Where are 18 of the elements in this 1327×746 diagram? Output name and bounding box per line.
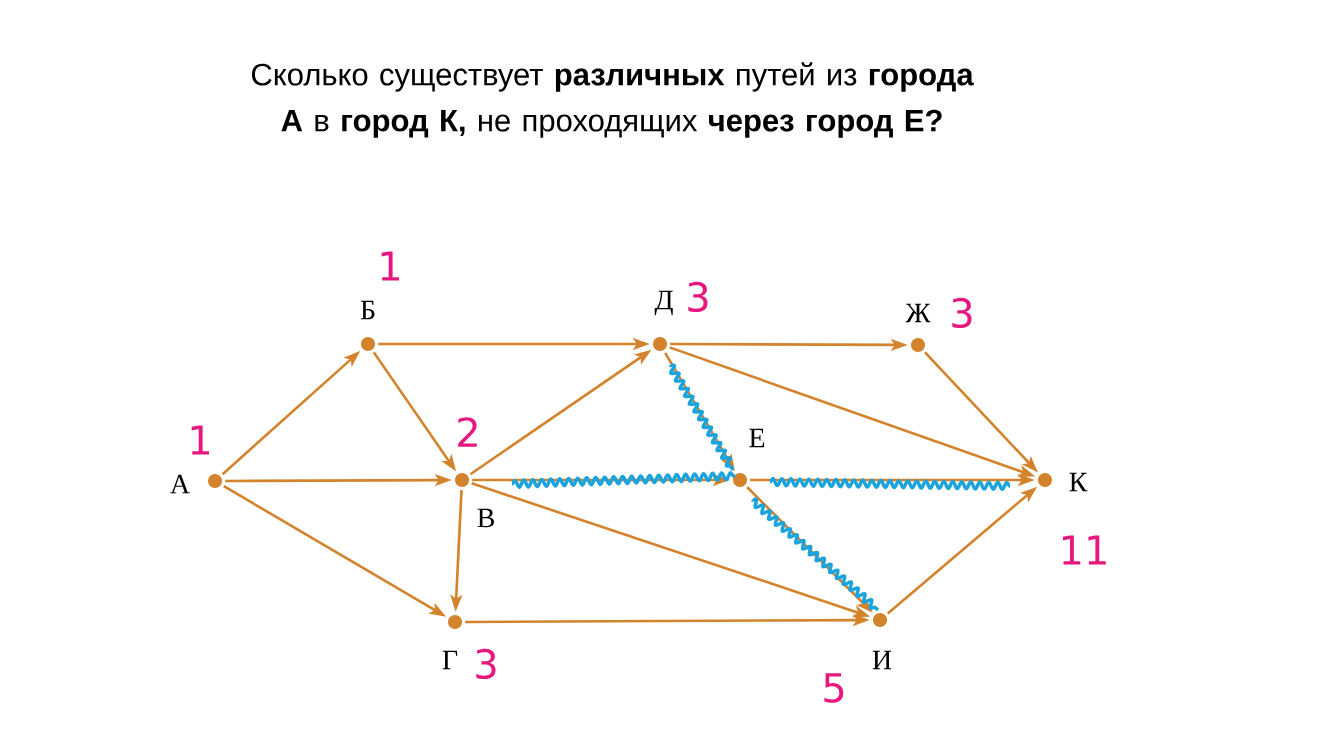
- question-text: Сколько существует различных путей из города А в город К, не проходящих через город Е?: [252, 62, 974, 138]
- city-label: Г: [442, 650, 458, 670]
- city-label: В: [477, 508, 494, 528]
- city-label: Д: [654, 290, 673, 316]
- city-label: Ж: [905, 303, 931, 323]
- path-count: 3: [476, 648, 496, 680]
- city-label: А: [170, 474, 190, 494]
- city-label: Б: [360, 300, 375, 320]
- path-count: 3: [688, 281, 708, 313]
- path-count: 3: [952, 297, 972, 329]
- path-count: 1: [381, 251, 400, 281]
- path-count: 1: [191, 425, 210, 455]
- city-label: И: [872, 650, 892, 670]
- path-count: 5: [824, 673, 844, 703]
- path-count: 11: [1062, 535, 1106, 565]
- city-label: К: [1069, 472, 1088, 492]
- city-label: Е: [749, 428, 765, 448]
- path-count: 2: [458, 417, 477, 447]
